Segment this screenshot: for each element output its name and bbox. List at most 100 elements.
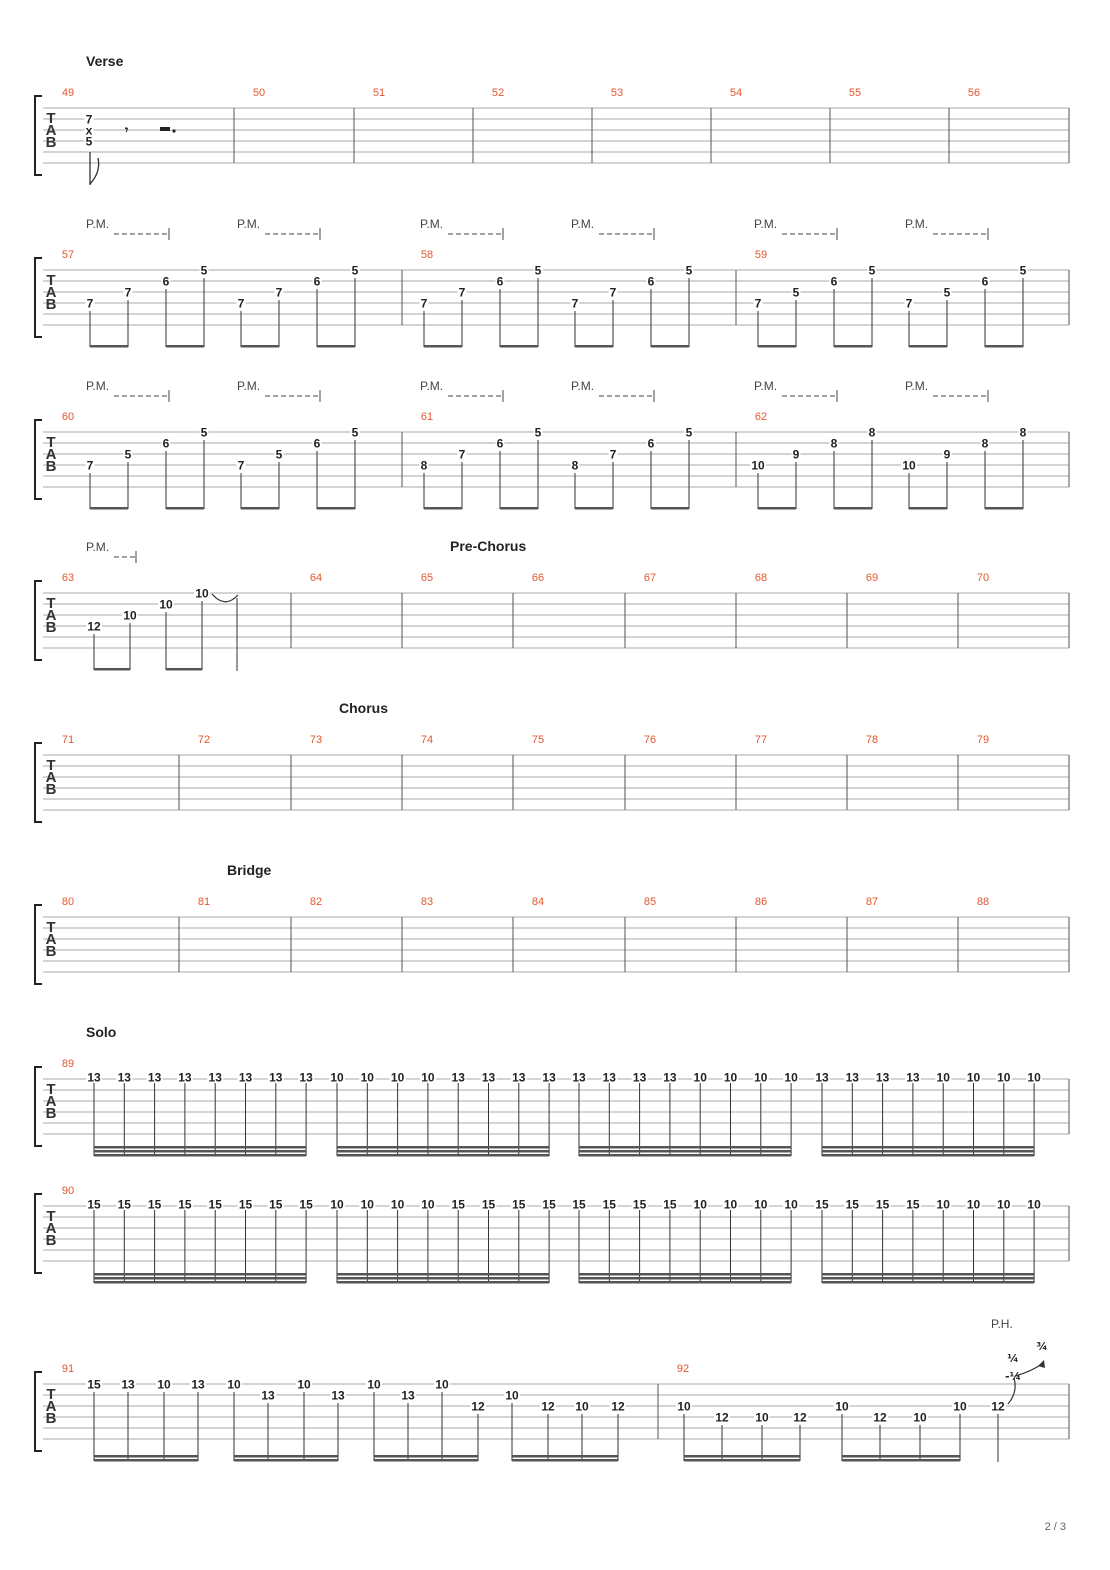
- note-bg: [199, 426, 209, 438]
- beam: [822, 1281, 1035, 1284]
- note-bg: [161, 437, 171, 449]
- fret-number: 6: [314, 275, 321, 289]
- fret-number: 10: [330, 1071, 344, 1085]
- beam: [166, 345, 204, 348]
- fret-number: 10: [367, 1378, 381, 1392]
- beam: [424, 507, 462, 510]
- fret-number: 10: [361, 1071, 375, 1085]
- fret-number: 10: [913, 1411, 927, 1425]
- note-bg: [237, 1198, 254, 1210]
- note-bg: [722, 1198, 739, 1210]
- half-rest: [160, 127, 170, 131]
- note-bg: [84, 113, 94, 125]
- fret-number: 15: [452, 1198, 466, 1212]
- tab-clef-letter: T: [46, 757, 55, 774]
- fret-number: 5: [352, 426, 359, 440]
- bar-number: 57: [62, 249, 74, 261]
- beam: [241, 507, 279, 510]
- tab-clef-letter: A: [46, 284, 57, 301]
- fret-number: 15: [906, 1198, 920, 1212]
- note-bg: [834, 1400, 850, 1412]
- palm-mute-label: P.M.: [237, 379, 260, 393]
- fret-number: 10: [997, 1071, 1011, 1085]
- fret-number: 10: [1027, 1071, 1041, 1085]
- fret-number: 15: [178, 1198, 192, 1212]
- tab-clef-letter: A: [46, 1093, 57, 1110]
- fret-number: 12: [541, 1400, 555, 1414]
- fret-number: 13: [239, 1071, 253, 1085]
- note-bg: [146, 1198, 163, 1210]
- note-bg: [1026, 1071, 1043, 1083]
- fret-number: 10: [751, 459, 765, 473]
- tab-clef-letter: T: [46, 595, 55, 612]
- fret-number: 7: [276, 286, 283, 300]
- fret-number: 15: [239, 1198, 253, 1212]
- beam: [166, 668, 202, 671]
- tab-clef-letter: B: [46, 619, 57, 636]
- note-bg: [156, 1378, 172, 1390]
- fret-number: 12: [715, 1411, 729, 1425]
- fret-number: 13: [603, 1071, 617, 1085]
- note-bg: [867, 426, 877, 438]
- fret-number: 10: [754, 1198, 768, 1212]
- bar-number: 51: [373, 87, 385, 99]
- bend-up-label: ¾: [1036, 1340, 1047, 1353]
- note-bg: [161, 275, 171, 287]
- fret-number: 10: [953, 1400, 967, 1414]
- note-bg: [470, 1400, 486, 1412]
- fret-number: 10: [694, 1071, 708, 1085]
- note-bg: [123, 286, 133, 298]
- bar-number: 68: [755, 572, 767, 584]
- fret-number: 10: [159, 598, 173, 612]
- beam: [834, 507, 872, 510]
- fret-number: 13: [87, 1071, 101, 1085]
- beam: [94, 1273, 307, 1276]
- note-bg: [574, 1400, 590, 1412]
- beam: [985, 345, 1023, 348]
- fret-number: 10: [435, 1378, 449, 1392]
- note-bg: [510, 1198, 527, 1210]
- tab-clef-letter: A: [46, 446, 57, 463]
- fret-number: 13: [269, 1071, 283, 1085]
- fret-number: 5: [125, 448, 132, 462]
- beam: [166, 507, 204, 510]
- beam: [234, 1459, 338, 1462]
- bar-number: 59: [755, 249, 767, 261]
- fret-number: 13: [876, 1071, 890, 1085]
- note-bg: [146, 1071, 163, 1083]
- fret-number: 7: [238, 297, 245, 311]
- note-bg: [359, 1071, 376, 1083]
- fret-number: 13: [178, 1071, 192, 1085]
- beam: [94, 1146, 307, 1149]
- fret-number: 10: [784, 1198, 798, 1212]
- fret-number: 5: [352, 264, 359, 278]
- fret-number: 12: [793, 1411, 807, 1425]
- note-bg: [389, 1071, 406, 1083]
- note-bg: [116, 1198, 133, 1210]
- note-bg: [814, 1071, 830, 1083]
- fret-number: 8: [831, 437, 838, 451]
- tab-clef-letter: B: [46, 296, 57, 313]
- note-bg: [84, 135, 94, 147]
- bar-number: 61: [421, 411, 433, 423]
- fret-number: 10: [330, 1198, 344, 1212]
- fret-number: 8: [869, 426, 876, 440]
- note-bg: [901, 459, 917, 471]
- palm-mute-label: P.M.: [571, 379, 594, 393]
- fret-number: 10: [421, 1071, 435, 1085]
- fret-number: 13: [633, 1071, 647, 1085]
- beam: [579, 1146, 792, 1149]
- note-bg: [904, 1071, 921, 1083]
- note-bg: [541, 1198, 558, 1210]
- fret-number: 13: [121, 1378, 135, 1392]
- fret-number: 13: [452, 1071, 466, 1085]
- system-bracket: [34, 419, 42, 500]
- fret-number: 7: [87, 297, 94, 311]
- beam: [94, 1154, 307, 1157]
- beam: [985, 507, 1023, 510]
- fret-number: 7: [87, 459, 94, 473]
- fret-number: 15: [269, 1198, 283, 1212]
- fret-number: 5: [535, 264, 542, 278]
- note-bg: [791, 448, 801, 460]
- fret-number: 10: [361, 1198, 375, 1212]
